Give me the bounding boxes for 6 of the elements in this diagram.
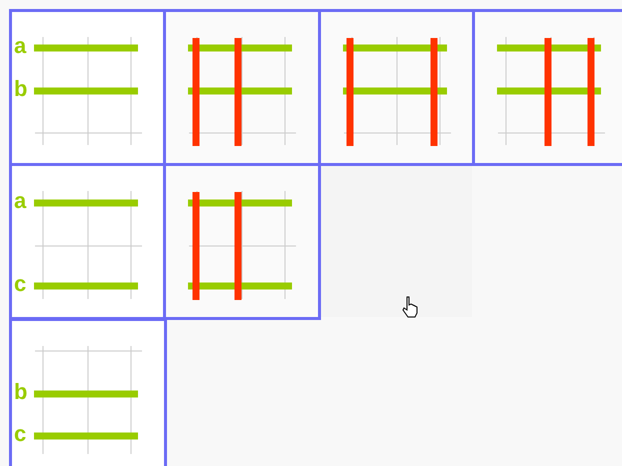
line-label: b xyxy=(14,78,28,100)
line-label: c xyxy=(14,273,26,295)
line-label: b xyxy=(14,381,28,403)
line-label: a xyxy=(14,35,26,57)
line-label: c xyxy=(14,423,26,445)
line-label: a xyxy=(14,190,26,212)
